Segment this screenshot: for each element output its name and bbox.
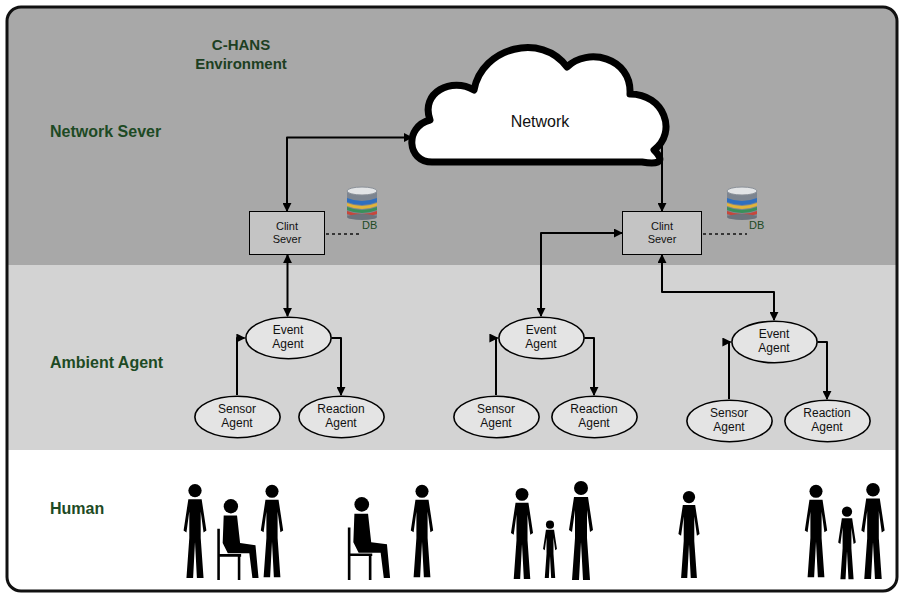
node-label: Event Agent [257,324,319,352]
band-label: Ambient Agent [50,354,163,372]
bands [7,7,897,591]
agent-ellipse: Event Agent [731,320,818,364]
node-label: Reaction Agent [310,403,372,431]
layer-band: Ambient Agent Event AgentSensor Agent Reac… [7,265,897,450]
frame [7,7,897,591]
node-label: Clint Sever [641,220,683,246]
connector [237,338,245,395]
node-text-group: Human [50,500,104,518]
node-text-group: Clint Sever [266,220,308,246]
layer-band: Human [7,450,897,591]
node-text-group: Sensor Agent [698,407,760,435]
node-text-group: Event Agent [743,328,805,356]
node-label: Sensor Agent [465,403,527,431]
db-icon [727,187,757,220]
connector [729,342,731,399]
agent-ellipse: Reaction Agent [784,399,871,443]
node-label: Network [511,113,570,131]
agent-ellipse: Sensor Agent [194,395,281,439]
agent-ellipse: Event Agent [498,316,585,360]
agent-ellipse: Reaction Agent [298,395,385,439]
human-silhouettes [184,481,885,580]
node-text-group: Reaction Agent [310,403,372,431]
node-text-group: Reaction Agent [563,403,625,431]
db-label: DB [362,219,377,231]
node-text-group: Network Sever [50,123,161,141]
node-label: Clint Sever [266,220,308,246]
node-text-group: Sensor Agent [206,403,268,431]
node-text-group: Ambient Agent [50,354,163,372]
agent-ellipse: Event Agent [245,316,332,360]
connector [585,338,595,395]
band-label: Human [50,500,104,518]
cloud-outline [402,22,678,172]
agent-ellipse: Reaction Agent [551,395,638,439]
server-box: Clint Sever [622,211,702,255]
node-label: Sensor Agent [206,403,268,431]
db-link [326,233,359,235]
server-box: Clint Sever [249,211,325,255]
node-label: Reaction Agent [563,403,625,431]
db-label: DB [749,219,764,231]
db-link [703,233,747,235]
connector [662,255,774,320]
diagram-title: C-HANS Environment [182,36,300,74]
node-text-group: Clint Sever [641,220,683,246]
node-label: Reaction Agent [796,407,858,435]
node-label: Sensor Agent [698,407,760,435]
node-text-group: Network [511,113,570,131]
connector [541,233,622,316]
connector [287,138,412,212]
node-text-group: Event Agent [257,324,319,352]
connector [332,338,342,395]
db-icon [347,187,377,220]
node-text-group: Event Agent [510,324,572,352]
network-cloud: Network [402,22,678,172]
connector [496,338,498,395]
band-label: Network Sever [50,123,161,141]
connector [287,255,289,316]
agent-ellipse: Sensor Agent [453,395,540,439]
node-label: Event Agent [743,328,805,356]
node-label: Event Agent [510,324,572,352]
connector [662,138,664,212]
node-text-group: Sensor Agent [465,403,527,431]
connector [818,342,828,399]
agent-ellipse: Sensor Agent [686,399,773,443]
node-text-group: Reaction Agent [796,407,858,435]
